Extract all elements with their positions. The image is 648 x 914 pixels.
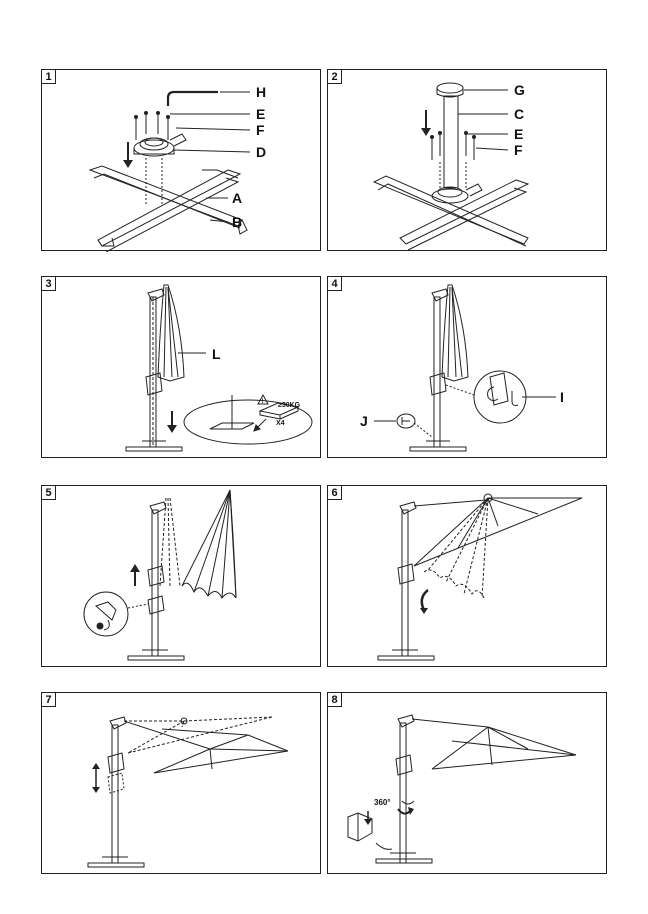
step-4-panel: 4 I J [327,276,607,458]
canopy-rotation-diagram: 360° [347,714,577,864]
arrow-up-icon [130,564,140,586]
arrow-down-icon [123,142,133,168]
step-8-panel: 8 [327,692,607,874]
step-number: 7 [42,693,56,707]
arrow-down-icon [167,411,177,433]
rotate-icon [397,807,414,815]
svg-text:!: ! [262,399,264,405]
pole-mount-diagram: G C E F [372,82,530,251]
label-c: C [514,106,524,122]
label-b: B [232,214,242,230]
step-7-panel: 7 [41,692,321,874]
step-5-panel: 5 [41,485,321,667]
canopy-opening-diagram [83,489,237,661]
step-number: 1 [42,70,56,84]
step-number: 3 [42,277,56,291]
step-number: 6 [328,486,342,500]
step-2-panel: 2 [327,69,607,251]
label-h: H [256,84,266,100]
arrow-down-icon [421,110,431,136]
label-g: G [514,82,525,98]
count-note: X4 [276,420,285,427]
label-e: E [514,126,523,142]
step-6-panel: 6 [327,485,607,667]
crank-attach-diagram: I J [360,284,564,452]
step-3-panel: 3 [41,276,321,458]
step-1-panel: 1 [41,69,321,252]
label-f: F [256,122,265,138]
cross-base-assembly-diagram: H E F D A B [88,84,266,252]
label-f: F [514,142,523,158]
step-number: 5 [42,486,56,500]
step-number: 8 [328,693,342,707]
double-arrow-icon [92,763,100,793]
label-d: D [256,144,266,160]
rotation-note: 360° [374,798,391,807]
canopy-height-adjust-diagram [87,716,289,868]
label-i: I [560,389,564,405]
umbrella-placement-diagram: ! L ≥30KG X4 [125,284,313,452]
label-e: E [256,106,265,122]
canopy-tilt-diagram [377,493,583,661]
label-l: L [212,346,221,362]
label-a: A [232,190,242,206]
warning-icon: ! [257,393,269,405]
step-number: 4 [328,277,342,291]
weight-note: ≥30KG [278,402,301,409]
arrow-down-icon [364,811,372,825]
rotate-icon [420,589,429,614]
step-number: 2 [328,70,342,84]
label-j: J [360,413,368,429]
